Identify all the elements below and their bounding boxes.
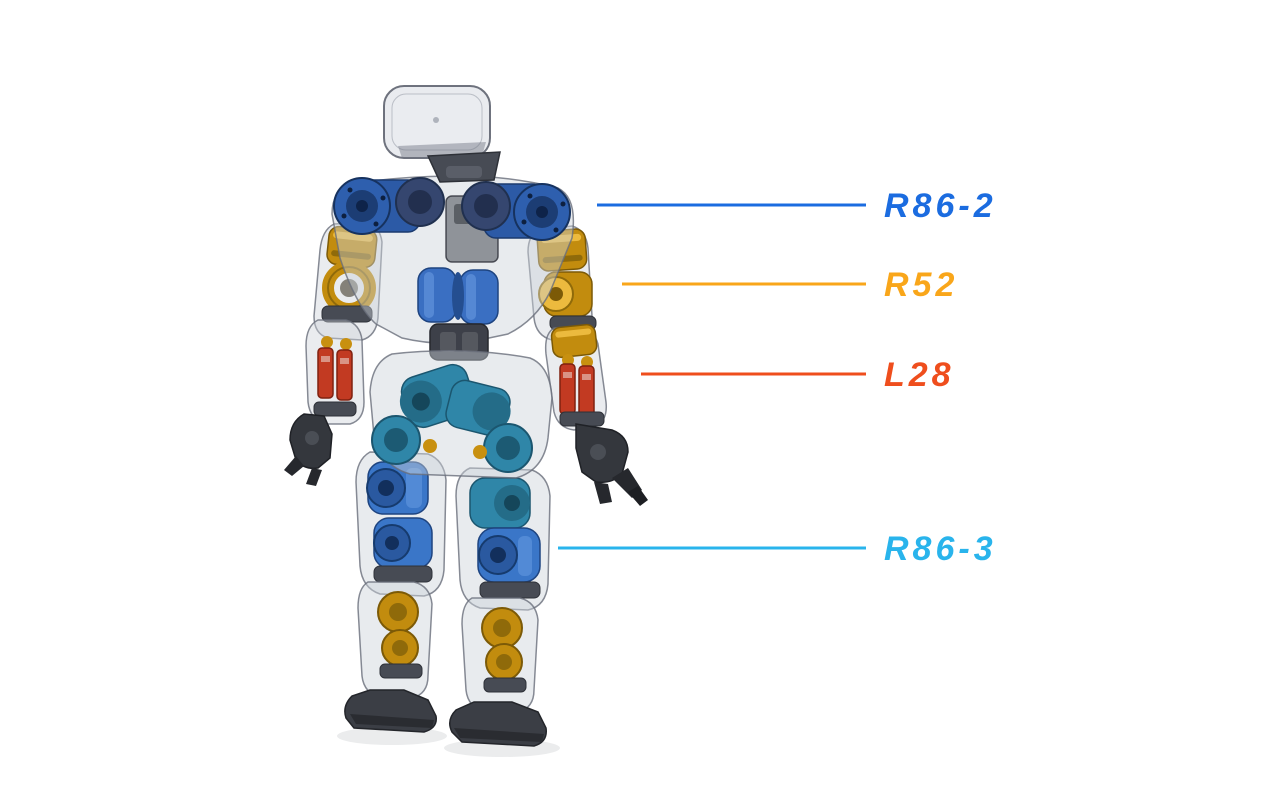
- robot-illustration: [284, 85, 648, 757]
- right-arm: [527, 225, 648, 506]
- shoulder-actuators: [333, 177, 571, 241]
- callouts: R86-2 R52 L28 R86-3: [558, 187, 997, 568]
- waist-actuators: [417, 267, 499, 325]
- forearm-actuator-right: [559, 354, 595, 417]
- thigh-actuator-right: [469, 477, 531, 529]
- left-foot: [344, 689, 437, 733]
- knee-actuator-left: [373, 517, 433, 569]
- knee-joint-right: [479, 581, 541, 599]
- ankle-actuator-right: [481, 607, 523, 681]
- thigh-actuator-left: [366, 461, 429, 515]
- forearm-roll-actuator-right: [550, 323, 598, 359]
- knee-actuator-right: [477, 527, 541, 583]
- right-leg: [449, 467, 551, 747]
- right-hand-gripper: [575, 423, 648, 506]
- callout-label-knee-actuator: R86-3: [884, 530, 997, 568]
- knee-joint-left: [373, 565, 433, 583]
- right-foot: [449, 701, 547, 747]
- callout-label-forearm-actuator: L28: [884, 356, 955, 394]
- wrist-joint-right: [559, 411, 605, 427]
- left-leg: [344, 451, 447, 733]
- hip-actuators: [371, 363, 533, 473]
- left-hand-gripper: [284, 413, 333, 486]
- elbow-joint-left: [321, 305, 373, 323]
- ankle-joint-left: [379, 663, 423, 679]
- ankle-actuator-left: [377, 591, 419, 667]
- callout-label-shoulder-actuator: R86-2: [884, 187, 997, 225]
- forearm-actuator-left: [317, 336, 353, 401]
- ankle-joint-right: [483, 677, 527, 693]
- elbow-actuator-right: [538, 271, 593, 317]
- robot-head: [383, 85, 501, 183]
- left-arm: [284, 221, 383, 486]
- callout-label-elbow-actuator: R52: [884, 266, 958, 304]
- wrist-joint-left: [313, 401, 357, 417]
